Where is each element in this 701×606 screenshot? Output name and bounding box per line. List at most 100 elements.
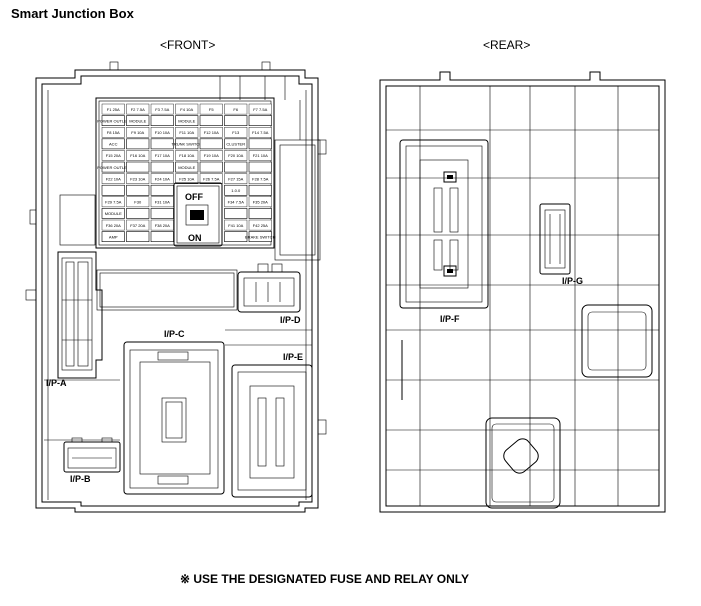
fuse-cell	[101, 150, 125, 161]
page-title: Smart Junction Box	[11, 6, 134, 21]
connector-ipb	[63, 437, 121, 473]
fuse-cell	[150, 115, 174, 126]
fuse-cell	[126, 184, 150, 196]
fuse-cell	[248, 138, 272, 150]
fuse-cell	[101, 126, 125, 138]
fuse-cell	[224, 196, 248, 208]
fuse-label: F18 10A	[179, 153, 194, 158]
connector-ipf	[399, 139, 489, 309]
fuse-cell	[101, 138, 125, 150]
fuse-cell	[248, 208, 272, 219]
fuse-cell	[175, 115, 199, 126]
fuse-label: F36 20A	[106, 223, 121, 228]
fuse-cell	[101, 173, 125, 184]
connector-ipd	[237, 263, 301, 313]
fuse-label: F23 10A	[130, 176, 145, 181]
fuse-cell	[101, 219, 125, 231]
fuse-cell	[248, 161, 272, 173]
fuse-cell	[175, 173, 199, 184]
fuse-label: F38 20A	[155, 223, 170, 228]
fuse-label: F42 25A	[253, 223, 268, 228]
fuse-label: F22 10A	[106, 176, 121, 181]
fuse-cell	[126, 173, 150, 184]
fuse-label: F14 7.5A	[252, 130, 269, 135]
connector-ipg-label: I/P-G	[562, 276, 583, 286]
fuse-label: F2 7.5A	[131, 107, 145, 112]
fuse-label: CLUSTER	[226, 142, 245, 147]
fuse-cell	[101, 231, 125, 243]
fuse-label: F3 7.5A	[155, 107, 169, 112]
fuse-cell	[150, 126, 174, 138]
fuse-label: ACC	[109, 142, 118, 147]
connector-ipg	[539, 203, 571, 275]
fuse-cell	[126, 103, 150, 115]
connector-ipf-label: I/P-F	[440, 314, 460, 324]
fuse-cell	[199, 150, 223, 161]
fuse-label: F17 10A	[155, 153, 170, 158]
fuse-cell	[224, 231, 248, 243]
fuse-cell	[248, 126, 272, 138]
connector-ipc	[123, 341, 225, 495]
fuse-label: F7 7.5A	[253, 107, 267, 112]
fuse-cell	[126, 208, 150, 219]
rear-housing	[379, 71, 666, 513]
fuse-cell	[224, 115, 248, 126]
fuse-label: F34 7.5A	[228, 200, 245, 205]
fuse-cell	[175, 126, 199, 138]
fuse-cell	[224, 150, 248, 161]
connector-ipc-label: I/P-C	[164, 329, 185, 339]
fuse-cell	[199, 173, 223, 184]
fuse-cell	[101, 161, 125, 173]
fuse-cell	[126, 138, 150, 150]
fuse-cell	[150, 208, 174, 219]
connector-ipe-label: I/P-E	[283, 352, 303, 362]
fuse-label: POWER OUTLET	[97, 118, 130, 123]
fuse-cell	[175, 103, 199, 115]
fuse-label: F27 15A	[228, 176, 243, 181]
connector-ipa	[57, 251, 103, 379]
fuse-label: MODULE	[129, 118, 146, 123]
fuse-label: F15 20A	[106, 153, 121, 158]
fuse-label: F9 10A	[131, 130, 144, 135]
fuse-cell	[224, 161, 248, 173]
fuse-cell	[224, 173, 248, 184]
fuse-label: F10 10A	[155, 130, 170, 135]
fuse-cell	[224, 219, 248, 231]
fuse-label: F29 7.5A	[105, 200, 122, 205]
fuse-cell	[224, 103, 248, 115]
fuse-label: F35 20A	[253, 200, 268, 205]
fuse-cell	[248, 150, 272, 161]
fuse-cell	[101, 196, 125, 208]
fuse-label: MODULE	[178, 165, 195, 170]
fuse-cell	[150, 103, 174, 115]
fuse-cell	[224, 138, 248, 150]
connector-ipd-label: I/P-D	[280, 315, 301, 325]
fuse-notice: ※ USE THE DESIGNATED FUSE AND RELAY ONLY	[180, 572, 469, 586]
fuse-cell	[150, 161, 174, 173]
fuse-label: 1.0.0	[231, 188, 241, 193]
fuse-cell	[248, 103, 272, 115]
fuse-label: F12 10A	[204, 130, 219, 135]
fuse-label: F31 10A	[155, 200, 170, 205]
connector-ipe	[231, 364, 313, 498]
fuse-cell	[126, 231, 150, 243]
fuse-cell	[248, 219, 272, 231]
fuse-label: TRUNK SWITCH	[171, 142, 202, 147]
fuse-cell	[224, 184, 248, 196]
connector-ipa-label: I/P-A	[46, 378, 67, 388]
fuse-cell	[199, 161, 223, 173]
fuse-cell	[150, 138, 174, 150]
fuse-cell	[126, 126, 150, 138]
fuse-label: POWER OUTLET	[97, 165, 130, 170]
rear-view-label: <REAR>	[483, 38, 531, 52]
fuse-label: F19 10A	[204, 153, 219, 158]
fuse-cell	[101, 103, 125, 115]
fuse-cell	[248, 196, 272, 208]
fuse-cell	[248, 184, 272, 196]
fuse-cell	[175, 150, 199, 161]
fuse-label: F16 10A	[130, 153, 145, 158]
front-view-label: <FRONT>	[160, 38, 216, 52]
ignition-switch[interactable]: OFF ON	[173, 182, 223, 247]
fuse-label: F4 10A	[180, 107, 193, 112]
